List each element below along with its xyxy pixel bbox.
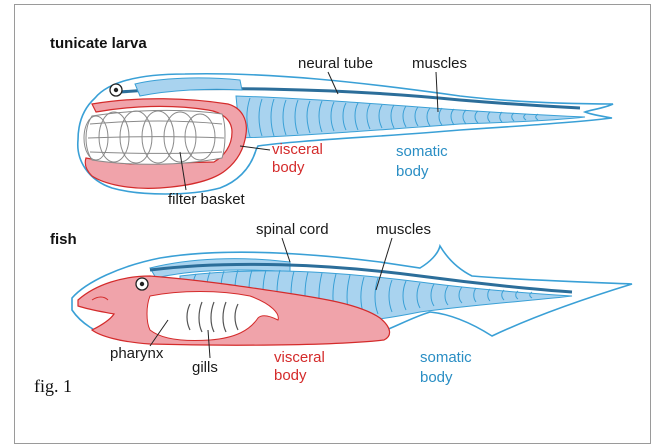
label-visceral-fish-2: body bbox=[274, 367, 307, 384]
label-gills: gills bbox=[192, 359, 218, 376]
fish-drawing bbox=[72, 246, 632, 345]
label-somatic-tunicate-2: body bbox=[396, 163, 429, 180]
label-spinal-cord: spinal cord bbox=[256, 221, 329, 238]
label-pharynx: pharynx bbox=[110, 345, 164, 362]
label-visceral-tunicate-2: body bbox=[272, 159, 305, 176]
label-visceral-fish-1: visceral bbox=[274, 349, 325, 366]
label-muscles-fish: muscles bbox=[376, 221, 431, 238]
figure-caption: fig. 1 bbox=[34, 376, 72, 396]
tunicate-larva-drawing bbox=[78, 74, 613, 194]
fish-title: fish bbox=[50, 231, 77, 248]
anatomy-diagram: tunicate larva neural tube muscles visce… bbox=[0, 0, 663, 425]
label-muscles-tunicate: muscles bbox=[412, 55, 467, 72]
tunicate-filter-basket bbox=[84, 110, 225, 164]
label-filter-basket: filter basket bbox=[168, 191, 246, 208]
label-somatic-fish-1: somatic bbox=[420, 349, 472, 366]
tunicate-title: tunicate larva bbox=[50, 35, 147, 52]
label-somatic-fish-2: body bbox=[420, 369, 453, 386]
label-visceral-tunicate-1: visceral bbox=[272, 141, 323, 158]
label-neural-tube: neural tube bbox=[298, 55, 373, 72]
label-somatic-tunicate-1: somatic bbox=[396, 143, 448, 160]
